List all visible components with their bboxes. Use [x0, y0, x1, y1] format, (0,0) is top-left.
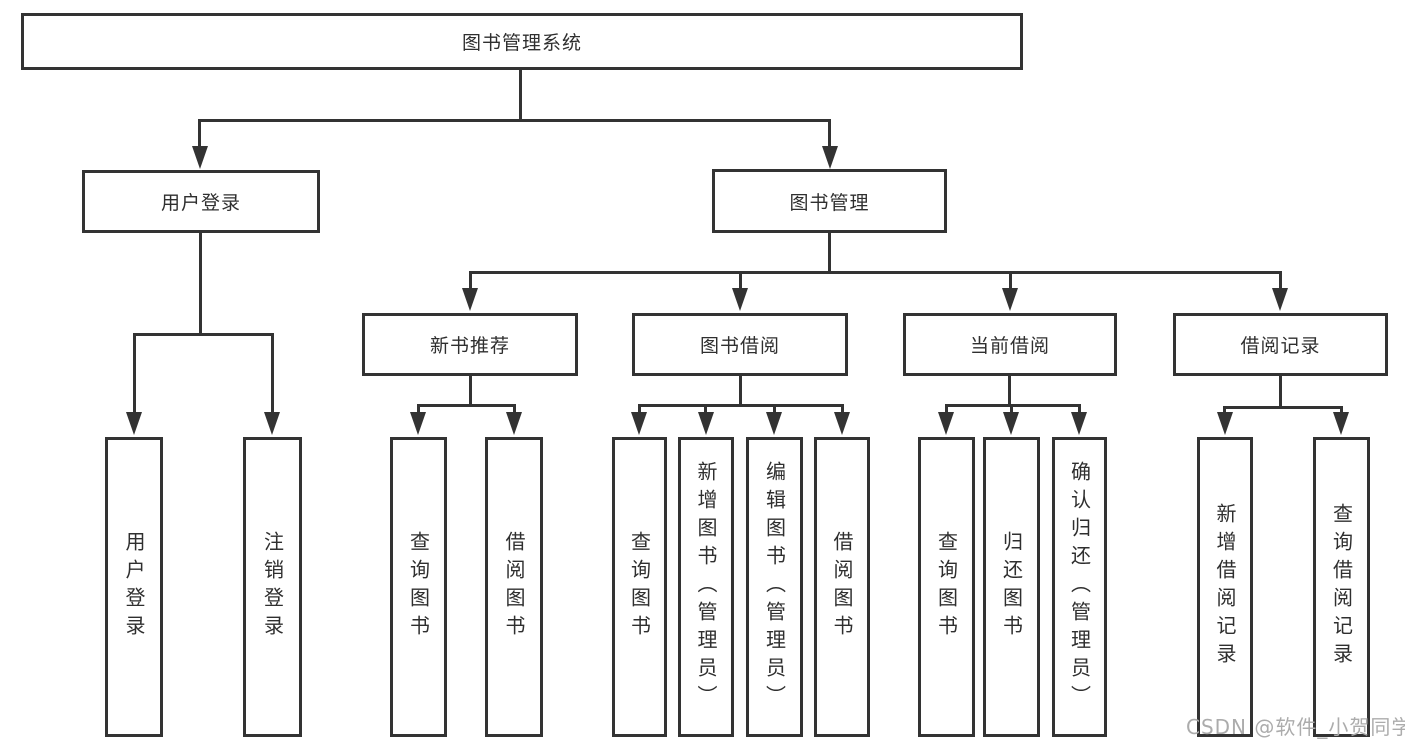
connector-drop — [1340, 406, 1343, 415]
leaf-edit-book-admin: 编辑图书（管理员） — [746, 437, 803, 737]
connector-drop — [1223, 406, 1226, 415]
arrowhead-down-icon — [126, 412, 142, 435]
arrowhead-down-icon — [192, 146, 208, 169]
arrowhead-down-icon — [410, 412, 426, 435]
arrowhead-down-icon — [834, 412, 850, 435]
connector-level2-rail — [198, 119, 831, 122]
node-current-borrowing: 当前借阅 — [903, 313, 1117, 376]
arrowhead-down-icon — [1003, 412, 1019, 435]
leaf-logout: 注销登录 — [243, 437, 302, 737]
leaf-add-borrow-record: 新增借阅记录 — [1197, 437, 1253, 737]
arrowhead-down-icon — [938, 412, 954, 435]
connector-rail — [417, 404, 516, 407]
leaf-search-books-borrowing: 查询图书 — [612, 437, 667, 737]
arrowhead-down-icon — [1272, 288, 1288, 311]
node-book-management: 图书管理 — [712, 169, 947, 233]
connector-drop — [1078, 404, 1081, 415]
node-borrowing-records: 借阅记录 — [1173, 313, 1388, 376]
arrowhead-down-icon — [1217, 412, 1233, 435]
arrowhead-down-icon — [1333, 412, 1349, 435]
leaf-borrow-books-borrowing: 借阅图书 — [814, 437, 870, 737]
connector-stem — [1008, 376, 1011, 406]
leaf-search-borrow-record: 查询借阅记录 — [1313, 437, 1370, 737]
node-new-book-recommendation: 新书推荐 — [362, 313, 578, 376]
connector-drop — [841, 404, 844, 415]
connector-rail — [945, 404, 1081, 407]
connector-stem — [1279, 376, 1282, 408]
connector-user-login-drop — [198, 119, 201, 151]
node-book-borrowing: 图书借阅 — [632, 313, 848, 376]
arrowhead-down-icon — [1002, 288, 1018, 311]
watermark-text: CSDN @软件_小贺同学 — [1186, 715, 1405, 739]
connector-rail — [638, 404, 844, 407]
connector-drop — [1279, 271, 1282, 290]
connector-stem — [469, 376, 472, 406]
node-library-management-system: 图书管理系统 — [21, 13, 1023, 70]
leaf-return-books: 归还图书 — [983, 437, 1040, 737]
arrowhead-down-icon — [506, 412, 522, 435]
leaf-search-books-current: 查询图书 — [918, 437, 975, 737]
connector-drop — [513, 404, 516, 415]
leaf-add-book-admin: 新增图书（管理员） — [678, 437, 734, 737]
leaf-confirm-return-admin: 确认归还（管理员） — [1052, 437, 1107, 737]
connector-book-management-stem — [828, 233, 831, 274]
connector-level3-rail — [469, 271, 1282, 274]
connector-drop — [469, 271, 472, 290]
connector-drop — [1009, 271, 1012, 290]
arrowhead-down-icon — [698, 412, 714, 435]
leaf-borrow-books-recommend: 借阅图书 — [485, 437, 543, 737]
connector-drop — [271, 333, 274, 414]
connector-drop — [773, 404, 776, 415]
connector-drop — [1010, 404, 1013, 415]
arrowhead-down-icon — [766, 412, 782, 435]
connector-book-management-drop — [828, 119, 831, 151]
arrowhead-down-icon — [1071, 412, 1087, 435]
connector-drop — [133, 333, 136, 414]
connector-drop — [417, 404, 420, 415]
connector-user-login-stem — [199, 233, 202, 335]
connector-root-stem — [519, 70, 522, 121]
arrowhead-down-icon — [462, 288, 478, 311]
node-user-login: 用户登录 — [82, 170, 320, 233]
arrowhead-down-icon — [732, 288, 748, 311]
arrowhead-down-icon — [264, 412, 280, 435]
connector-drop — [945, 404, 948, 415]
connector-drop — [638, 404, 641, 415]
connector-drop — [739, 271, 742, 290]
arrowhead-down-icon — [822, 146, 838, 169]
leaf-search-books-recommend: 查询图书 — [390, 437, 447, 737]
connector-stem — [739, 376, 742, 406]
connector-user-login-rail — [133, 333, 274, 336]
connector-drop — [704, 404, 707, 415]
leaf-user-login: 用户登录 — [105, 437, 163, 737]
connector-rail — [1223, 406, 1343, 409]
arrowhead-down-icon — [631, 412, 647, 435]
